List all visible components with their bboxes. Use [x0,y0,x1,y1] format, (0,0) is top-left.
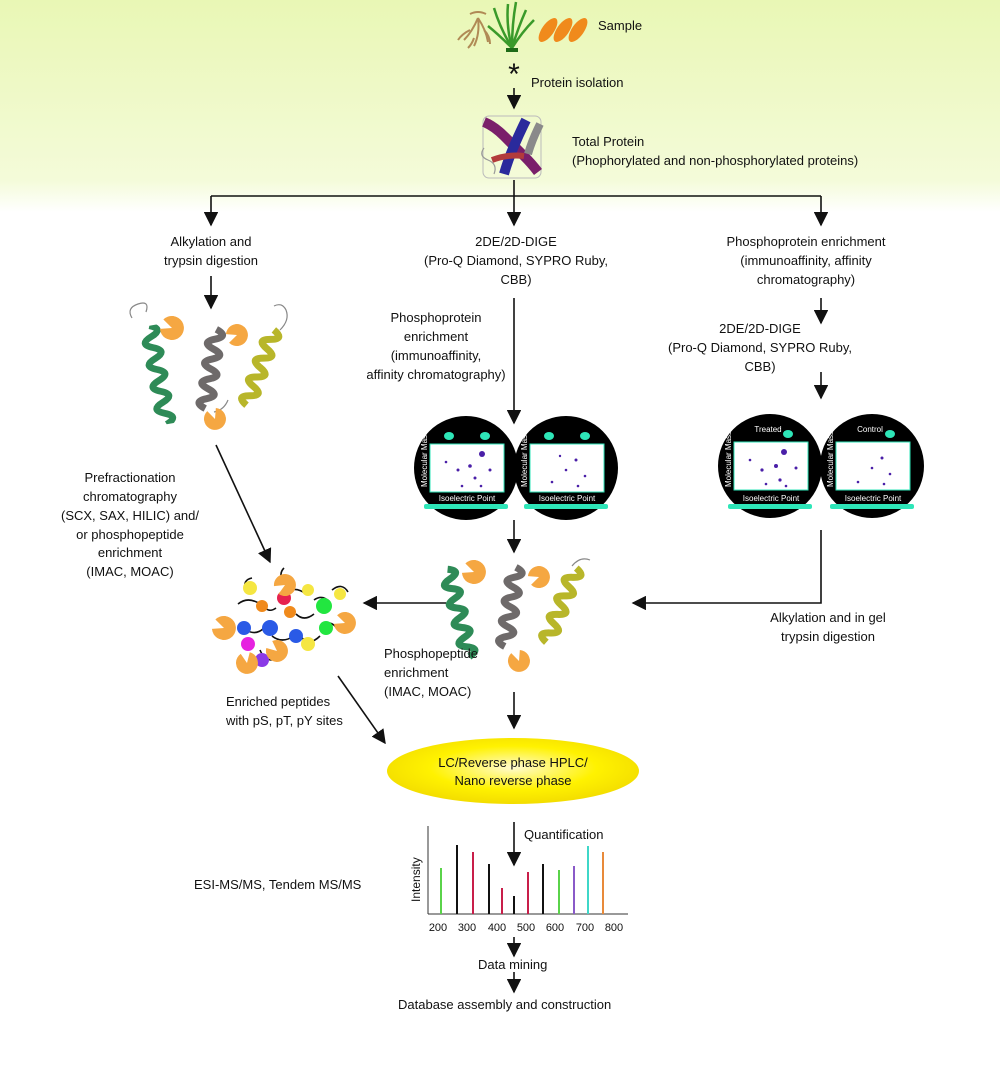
esi-ms-label: ESI-MS/MS, Tendem MS/MS [194,877,362,892]
arrow-left-3 [337,675,386,745]
phosenrich-line: (immunoaffinity, [390,347,482,363]
spectrum-tick: 400 [488,922,506,934]
gel-mol-mass-label-1: Molecular Mass [420,431,429,487]
root-icon [457,11,491,49]
gel-pair-middle [414,416,618,520]
prefraction-line: Prefractionation [84,470,176,485]
database-label: Database assembly and construction [398,997,612,1012]
phosenrich-line: Phosphoprotein [390,310,482,325]
total-protein-title: Total Protein [572,134,645,149]
hplc-label: LC/Reverse phase HPLC/ Nano reverse phas… [388,754,638,790]
arrow-right-3 [631,530,822,611]
phosphopeptide-enrichment-label: Phosphopeptide enrichment (IMAC, MOAC) [384,645,478,702]
alkylation-in-gel-label: Alkylation and in gel trypsin digestion [738,609,918,647]
total-protein-icon [481,115,544,179]
arrow-left-2 [215,444,272,564]
peptide-cluster [209,567,360,676]
total-protein-subtitle: (Phophorylated and non-phosphorylated pr… [572,152,859,168]
alkylation-line: Alkylation and [170,234,252,249]
dige-label-middle: 2DE/2D-DIGE (Pro-Q Diamond, SYPRO Ruby, … [406,233,626,290]
alkylation-label: Alkylation and trypsin digestion [131,233,291,271]
gel-iso-label-2: Isoelectric Point [539,494,596,503]
data-mining-label: Data mining [478,957,548,972]
gel-iso-label-4: Isoelectric Point [845,494,902,503]
phosenrich-line: affinity chromatography) [366,366,506,382]
alk-line: Alkylation and in gel [770,610,886,625]
dige-line: CBB) [744,358,776,374]
digested-protein-left [129,302,288,434]
top-background-band [0,0,1000,212]
gel-mol-mass-label-2: Molecular Mass [520,431,529,487]
phosphoprotein-enrichment-middle: Phosphoprotein enrichment (immunoaffinit… [338,309,534,384]
hplc-line: Nano reverse phase [454,773,572,788]
prefraction-line: enrichment [97,545,163,561]
prefraction-line: chromatography [83,488,177,504]
enriched-line: Enriched peptides [226,694,331,709]
ms-spectrum [427,826,628,915]
spectrum-tick: 200 [429,922,447,934]
prefraction-line: or phosphopeptide [76,526,184,542]
gel-pair-right [718,414,924,518]
dige-line: CBB) [500,271,532,287]
spectrum-y-label: Intensity [409,857,423,902]
dige-line: (Pro-Q Diamond, SYPRO Ruby, [668,339,852,355]
peptide-line: (IMAC, MOAC) [384,683,472,699]
gel-control-label: Control [857,425,883,434]
spectrum-tick: 500 [517,922,535,934]
dige-line: (Pro-Q Diamond, SYPRO Ruby, [424,252,608,268]
gel-mol-mass-label-3: Molecular Mass [724,431,733,487]
alkylation-line: trypsin digestion [164,252,258,268]
enriched-peptides-label: Enriched peptides with pS, pT, pY sites [226,693,343,731]
branch-connector [203,180,829,227]
gel-iso-label-3: Isoelectric Point [743,494,800,503]
phosenrich-line: enrichment [403,328,469,344]
plant-icon [487,1,535,52]
hplc-ellipse [387,738,639,804]
spectrum-tick: 600 [546,922,564,934]
phos-line: (immunoaffinity, affinity [740,252,872,268]
dige-label-right: 2DE/2D-DIGE (Pro-Q Diamond, SYPRO Ruby, … [650,320,870,377]
peptide-line: Phosphopeptide [384,646,478,661]
asterisk-icon: * [508,58,520,91]
phos-line: Phosphoprotein enrichment [726,234,886,249]
digested-protein-middle [440,556,591,676]
prefraction-line: (SCX, SAX, HILIC) and/ [61,507,199,523]
protein-isolation-label: Protein isolation [531,75,624,90]
prefractionation-label: Prefractionation chromatography (SCX, SA… [30,469,230,582]
dige-line: 2DE/2D-DIGE [475,234,557,249]
spectrum-tick: 300 [458,922,476,934]
phos-line: chromatography) [756,271,856,287]
quantification-label: Quantification [524,827,604,842]
phosphoprotein-enrichment-right: Phosphoprotein enrichment (immunoaffinit… [700,233,912,290]
gel-mol-mass-label-4: Molecular Mass [826,431,835,487]
gel-treated-label: Treated [754,425,781,434]
enriched-line: with pS, pT, pY sites [226,712,343,728]
alk-line: trypsin digestion [781,628,875,644]
sample-illustration [457,1,588,52]
spectrum-tick: 700 [576,922,594,934]
hplc-line: LC/Reverse phase HPLC/ [438,755,588,770]
peptide-line: enrichment [384,664,449,680]
dige-line: 2DE/2D-DIGE [719,321,801,336]
seed-icon [538,18,588,42]
gel-iso-label-1: Isoelectric Point [439,494,496,503]
sample-label: Sample [598,18,643,33]
prefraction-line: (IMAC, MOAC) [86,564,174,580]
spectrum-tick: 800 [605,922,623,934]
total-protein-label: Total Protein (Phophorylated and non-pho… [572,133,858,171]
